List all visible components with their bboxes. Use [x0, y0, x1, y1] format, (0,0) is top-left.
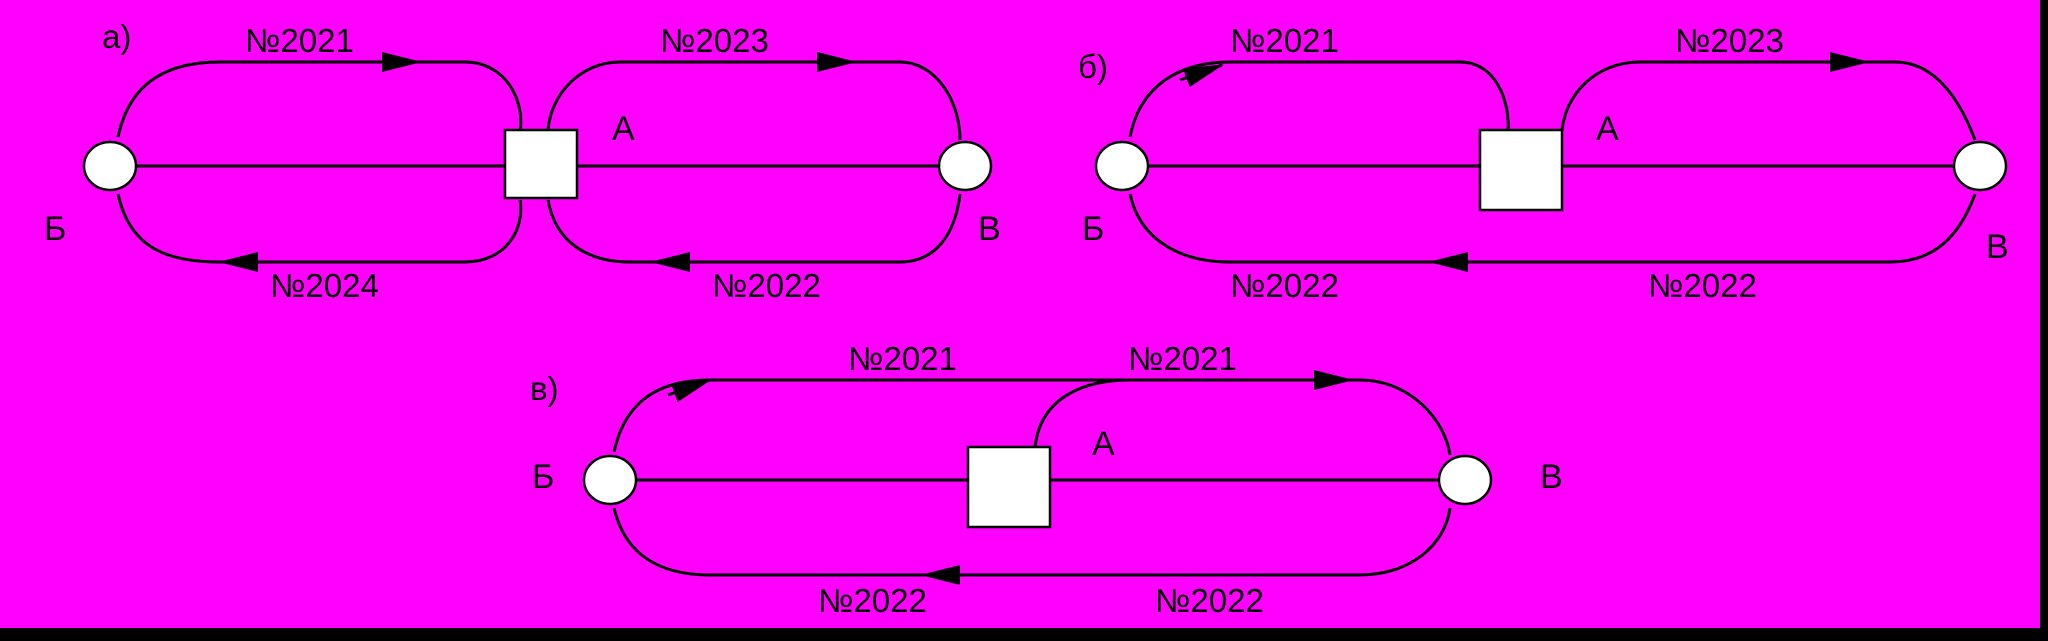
panel-b-label: б)	[1078, 48, 1108, 85]
panel-a-station-b-label: Б	[44, 210, 66, 248]
panel-v-inner-route	[1033, 378, 1131, 448]
panel-a-station-v-label: В	[978, 210, 1001, 248]
panel-b-train-bottom-right: №2022	[1648, 267, 1757, 304]
panel-a-train-top-left: №2021	[245, 22, 354, 59]
panel-a-station-v-node	[937, 140, 993, 192]
panel-a-train-top-right: №2023	[660, 22, 769, 59]
panel-v-station-a-label: А	[1092, 425, 1115, 463]
panel-v-station-v-label: В	[1540, 458, 1563, 496]
panel-v-upper-route	[612, 378, 1452, 456]
panel-b: б) А Б В №2021 №2023 №2022 №2022	[1078, 22, 2009, 304]
panel-v: в) А Б В №2021 №2021 №2022 №2022	[530, 340, 1563, 619]
panel-b-train-bottom-left: №2022	[1230, 267, 1339, 304]
panel-v-station-b-node	[582, 454, 638, 506]
panel-b-station-a-label: А	[1596, 110, 1619, 148]
panel-b-station-v-node	[1952, 140, 2008, 192]
panel-a-right-lower-route	[546, 193, 962, 264]
panel-a: а) А Б В №2021 №2023 №2024 №2022	[44, 18, 1001, 304]
panel-b-arrow-2021	[1179, 63, 1224, 88]
panel-v-station-a-node	[966, 445, 1052, 529]
panel-v-arrow-2021-left	[667, 378, 712, 403]
panel-a-train-bottom-left: №2024	[270, 267, 379, 304]
panel-v-station-b-label: Б	[532, 458, 554, 496]
panel-a-station-b-node	[82, 140, 138, 192]
panel-b-train-top-right: №2023	[1675, 22, 1784, 59]
panel-b-train-top-left: №2021	[1230, 22, 1339, 59]
panel-v-label: в)	[530, 370, 559, 407]
panel-b-station-v-label: В	[1986, 228, 2009, 266]
panel-b-lower-route	[1128, 193, 1977, 264]
panel-a-station-a-label: А	[612, 110, 635, 148]
panel-v-station-v-node	[1437, 454, 1493, 506]
panel-b-station-b-label: Б	[1082, 210, 1104, 248]
diagram-background	[0, 0, 2040, 628]
panel-b-station-b-node	[1094, 140, 1150, 192]
panel-b-right-upper-route	[1560, 60, 1977, 141]
panel-a-station-a-node	[503, 128, 579, 200]
panel-b-station-a-node	[1478, 128, 1564, 212]
panel-a-train-bottom-right: №2022	[712, 267, 821, 304]
panel-v-train-top-right: №2021	[1128, 340, 1237, 377]
panel-a-label: а)	[102, 18, 131, 55]
panel-a-left-upper-route	[116, 60, 523, 138]
panel-b-left-upper-route	[1128, 60, 1510, 138]
panel-v-lower-route	[612, 507, 1452, 577]
panel-a-right-upper-route	[546, 60, 962, 141]
panel-v-train-top-left: №2021	[848, 340, 957, 377]
panel-v-train-bottom-right: №2022	[1155, 582, 1264, 619]
panel-v-train-bottom-left: №2022	[818, 582, 927, 619]
